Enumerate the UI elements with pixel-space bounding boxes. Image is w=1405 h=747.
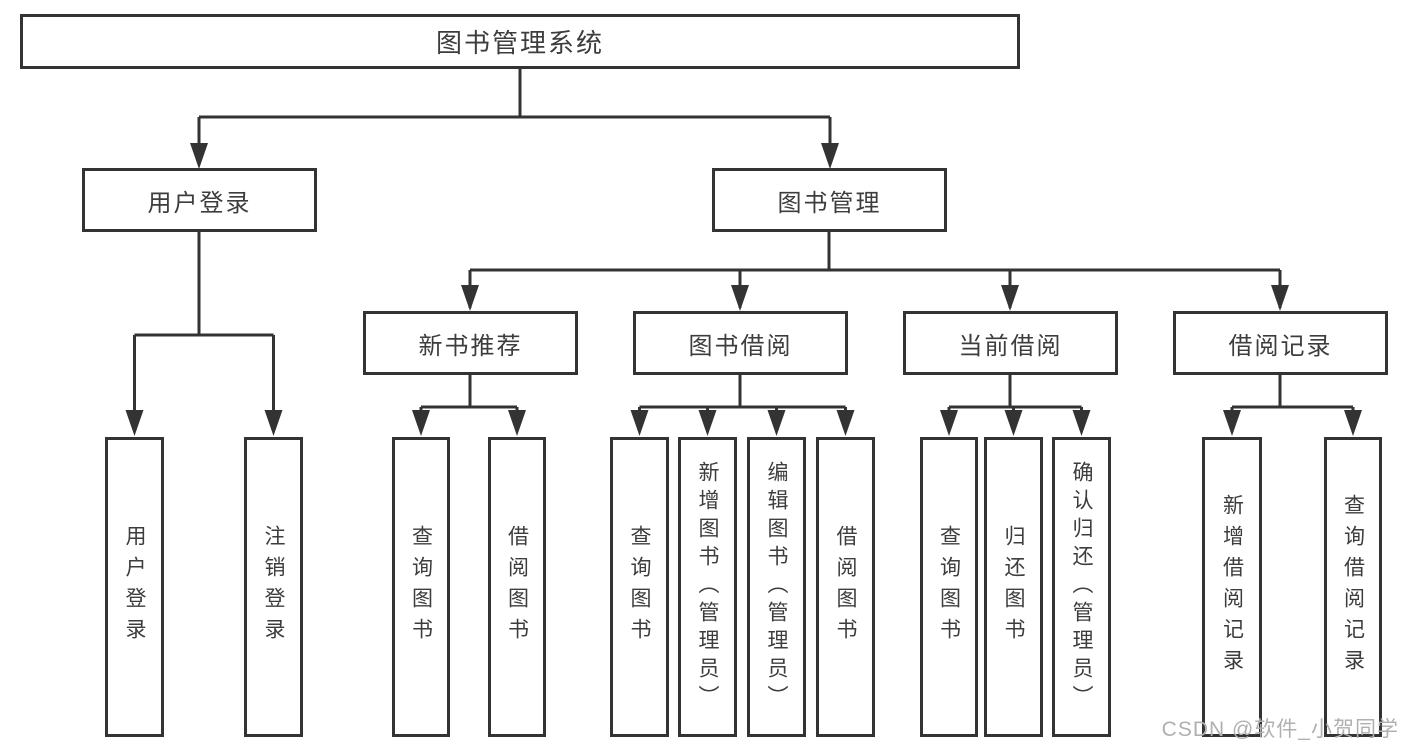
arrowhead-icons — [125, 143, 1362, 436]
leaf-borrow-books: 借阅图书 — [816, 437, 875, 737]
node-user-login: 用户登录 — [82, 168, 317, 232]
leaf-query-borrow-record: 查询借阅记录 — [1324, 437, 1382, 737]
node-current-borrowing: 当前借阅 — [903, 311, 1118, 375]
leaf-recommend-borrow-books: 借阅图书 — [488, 437, 546, 737]
leaf-logout: 注销登录 — [244, 437, 303, 737]
node-root: 图书管理系统 — [20, 14, 1020, 69]
node-book-management: 图书管理 — [712, 168, 947, 232]
leaf-add-borrow-record: 新增借阅记录 — [1202, 437, 1262, 737]
leaf-user-login: 用户登录 — [105, 437, 164, 737]
leaf-return-books: 归还图书 — [984, 437, 1043, 737]
node-book-borrowing: 图书借阅 — [633, 311, 848, 375]
leaf-add-books-admin: 新增图书（管理员） — [678, 437, 737, 737]
leaf-borrowing-query-books: 查询图书 — [610, 437, 669, 737]
node-new-book-recommendation: 新书推荐 — [363, 311, 578, 375]
node-borrowing-records: 借阅记录 — [1173, 311, 1388, 375]
leaf-confirm-return-admin: 确认归还（管理员） — [1052, 437, 1111, 737]
leaf-recommend-query-books: 查询图书 — [392, 437, 450, 737]
watermark: CSDN @软件_小贺同学 — [1161, 718, 1399, 741]
leaf-edit-books-admin: 编辑图书（管理员） — [747, 437, 806, 737]
leaf-current-query-books: 查询图书 — [920, 437, 978, 737]
